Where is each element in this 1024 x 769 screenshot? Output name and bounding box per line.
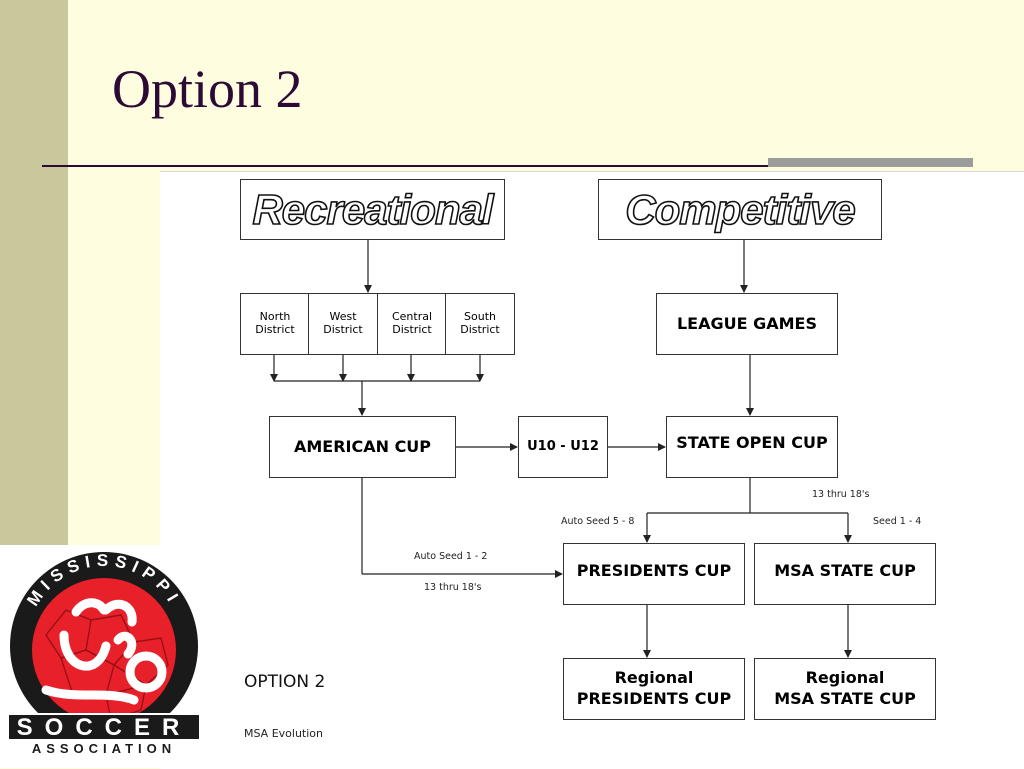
regional-presidents-line2: PRESIDENTS CUP [576, 689, 732, 708]
title-rule [42, 165, 973, 167]
msa-state-cup-box: MSA STATE CUP [754, 543, 936, 605]
district-north-box: North District [240, 293, 310, 355]
district-south-label: South District [460, 310, 500, 336]
regional-msa-line1: Regional [805, 668, 885, 688]
label-auto-seed-1-2: Auto Seed 1 - 2 [414, 551, 488, 562]
recreational-label: Recreational [252, 185, 495, 234]
slide-sidebar [0, 0, 68, 545]
soccer-player-ball-icon [41, 598, 167, 705]
regional-presidents-line1: Regional [614, 668, 694, 688]
title-rule-accent [768, 158, 973, 167]
slide-title: Option 2 [112, 59, 303, 119]
regional-presidents-cup-box: Regional PRESIDENTS CUP [563, 658, 745, 720]
label-13-thru-18-top: 13 thru 18's [812, 489, 870, 500]
footer-subtitle: MSA Evolution [244, 727, 323, 740]
league-games-label: LEAGUE GAMES [676, 313, 818, 333]
district-south-box: South District [445, 293, 515, 355]
u10-u12-box: U10 - U12 [518, 416, 608, 478]
american-cup-box: AMERICAN CUP [269, 416, 456, 478]
competitive-box: Competitive [598, 179, 882, 240]
regional-msa-state-cup-box: Regional MSA STATE CUP [754, 658, 936, 720]
label-auto-seed-5-8: Auto Seed 5 - 8 [561, 516, 635, 527]
district-north-label: North District [255, 310, 295, 336]
district-central-label: Central District [391, 310, 433, 336]
recreational-box: Recreational [240, 179, 505, 240]
district-west-box: West District [308, 293, 378, 355]
district-central-box: Central District [377, 293, 447, 355]
footer-option-label: OPTION 2 [244, 672, 326, 692]
state-open-cup-box: STATE OPEN CUP [666, 416, 838, 478]
logo-band-text: SOCCER [17, 714, 192, 741]
label-seed-1-4: Seed 1 - 4 [873, 516, 922, 527]
competitive-label: Competitive [625, 185, 857, 234]
msa-state-cup-label: MSA STATE CUP [774, 561, 916, 580]
regional-msa-line2: MSA STATE CUP [774, 689, 916, 708]
district-west-label: West District [323, 310, 363, 336]
mississippi-soccer-logo: MISSISSIPPI SOCCER ASSOCIATION [7, 551, 201, 756]
label-13-thru-18-bottom: 13 thru 18's [424, 582, 482, 593]
logo-bottom-text: ASSOCIATION [32, 741, 176, 756]
state-open-cup-label: STATE OPEN CUP [676, 433, 828, 452]
league-games-box: LEAGUE GAMES [656, 293, 838, 355]
presidents-cup-box: PRESIDENTS CUP [563, 543, 745, 605]
u10-u12-label: U10 - U12 [527, 438, 599, 454]
presidents-cup-label: PRESIDENTS CUP [576, 561, 732, 580]
american-cup-label: AMERICAN CUP [293, 436, 432, 456]
